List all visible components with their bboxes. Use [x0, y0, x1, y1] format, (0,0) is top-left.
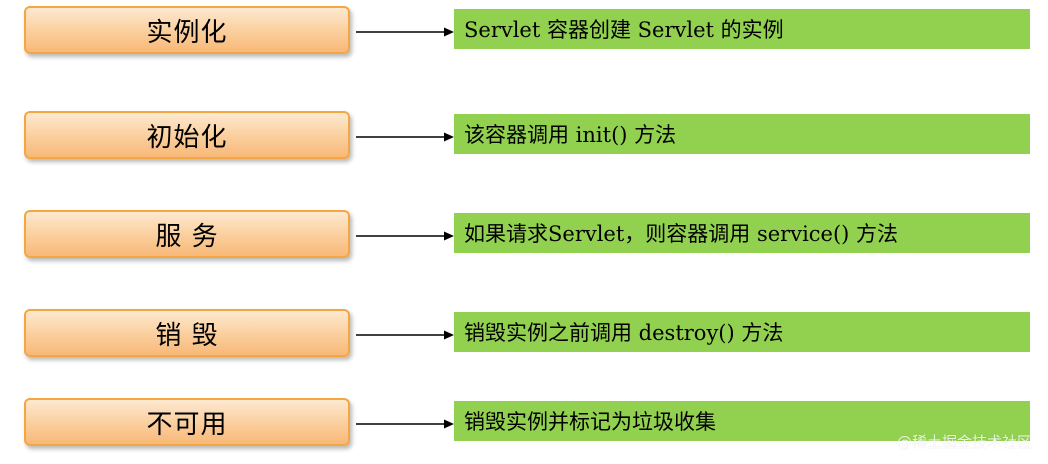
lifecycle-row-service: 服 务 如果请求Servlet，则容器调用 service() 方法 [0, 210, 1048, 266]
lifecycle-row-initialize: 初始化 该容器调用 init() 方法 [0, 111, 1048, 167]
description-instantiate: Servlet 容器创建 Servlet 的实例 [454, 9, 1030, 49]
stage-box-unavailable: 不可用 [24, 398, 350, 446]
arrow-instantiate [356, 27, 454, 37]
lifecycle-row-instantiate: 实例化 Servlet 容器创建 Servlet 的实例 [0, 6, 1048, 62]
arrow-unavailable [356, 419, 454, 429]
description-service: 如果请求Servlet，则容器调用 service() 方法 [454, 213, 1030, 253]
lifecycle-row-destroy: 销 毁 销毁实例之前调用 destroy() 方法 [0, 309, 1048, 365]
arrow-initialize [356, 132, 454, 142]
lifecycle-row-unavailable: 不可用 销毁实例并标记为垃圾收集 [0, 398, 1048, 454]
description-unavailable: 销毁实例并标记为垃圾收集 [454, 401, 1030, 441]
arrow-destroy [356, 330, 454, 340]
watermark: @稀土掘金技术社区 [896, 433, 1032, 451]
stage-box-instantiate: 实例化 [24, 6, 350, 54]
description-destroy: 销毁实例之前调用 destroy() 方法 [454, 312, 1030, 352]
stage-box-initialize: 初始化 [24, 111, 350, 159]
stage-box-service: 服 务 [24, 210, 350, 258]
stage-box-destroy: 销 毁 [24, 309, 350, 357]
arrow-service [356, 231, 454, 241]
description-initialize: 该容器调用 init() 方法 [454, 114, 1030, 154]
